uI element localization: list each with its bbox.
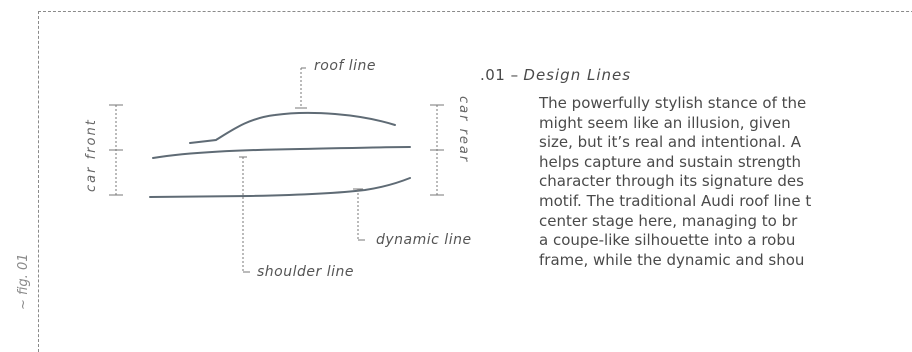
car-front-measure: [109, 104, 123, 196]
roof-line-label: roof line: [314, 58, 376, 74]
roof-curve: [189, 111, 396, 144]
car-lines: [149, 111, 411, 198]
paragraph-line: motif. The traditional Audi roof line t: [539, 191, 812, 210]
car-front-label: car front: [84, 118, 99, 192]
paragraph-line: helps capture and sustain strength: [539, 152, 802, 171]
lower-curve: [149, 177, 411, 198]
section-number: .01 –: [480, 66, 519, 84]
dashed-frame: [38, 11, 912, 352]
design-lines-diagram: car front car rear roof line shoulder li…: [84, 58, 472, 280]
paragraph-line: might seem like an illusion, given: [539, 113, 791, 132]
paragraph-line: center stage here, managing to br: [539, 211, 798, 230]
dynamic-line-label: dynamic line: [376, 232, 472, 248]
roof-line-leader: [295, 67, 307, 109]
shoulder-line-leader: [239, 156, 250, 273]
car-rear-measure: [430, 104, 444, 196]
paragraph-line: size, but it’s real and intentional. A: [539, 133, 802, 152]
section-heading: .01 – Design Lines: [480, 66, 631, 84]
paragraph-line: The powerfully stylish stance of the: [539, 94, 807, 112]
shoulder-curve: [152, 146, 411, 159]
shoulder-line-label: shoulder line: [257, 264, 354, 280]
paragraph-line: frame, while the dynamic and shou: [539, 250, 805, 269]
section-paragraph: The powerfully stylish stance of the mig…: [539, 94, 912, 270]
car-rear-label: car rear: [456, 96, 471, 163]
section-title: Design Lines: [523, 66, 632, 84]
paragraph-line: character through its signature des: [539, 172, 804, 191]
dynamic-line-leader: [353, 188, 365, 241]
paragraph-line: a coupe-like silhouette into a robu: [539, 231, 796, 250]
